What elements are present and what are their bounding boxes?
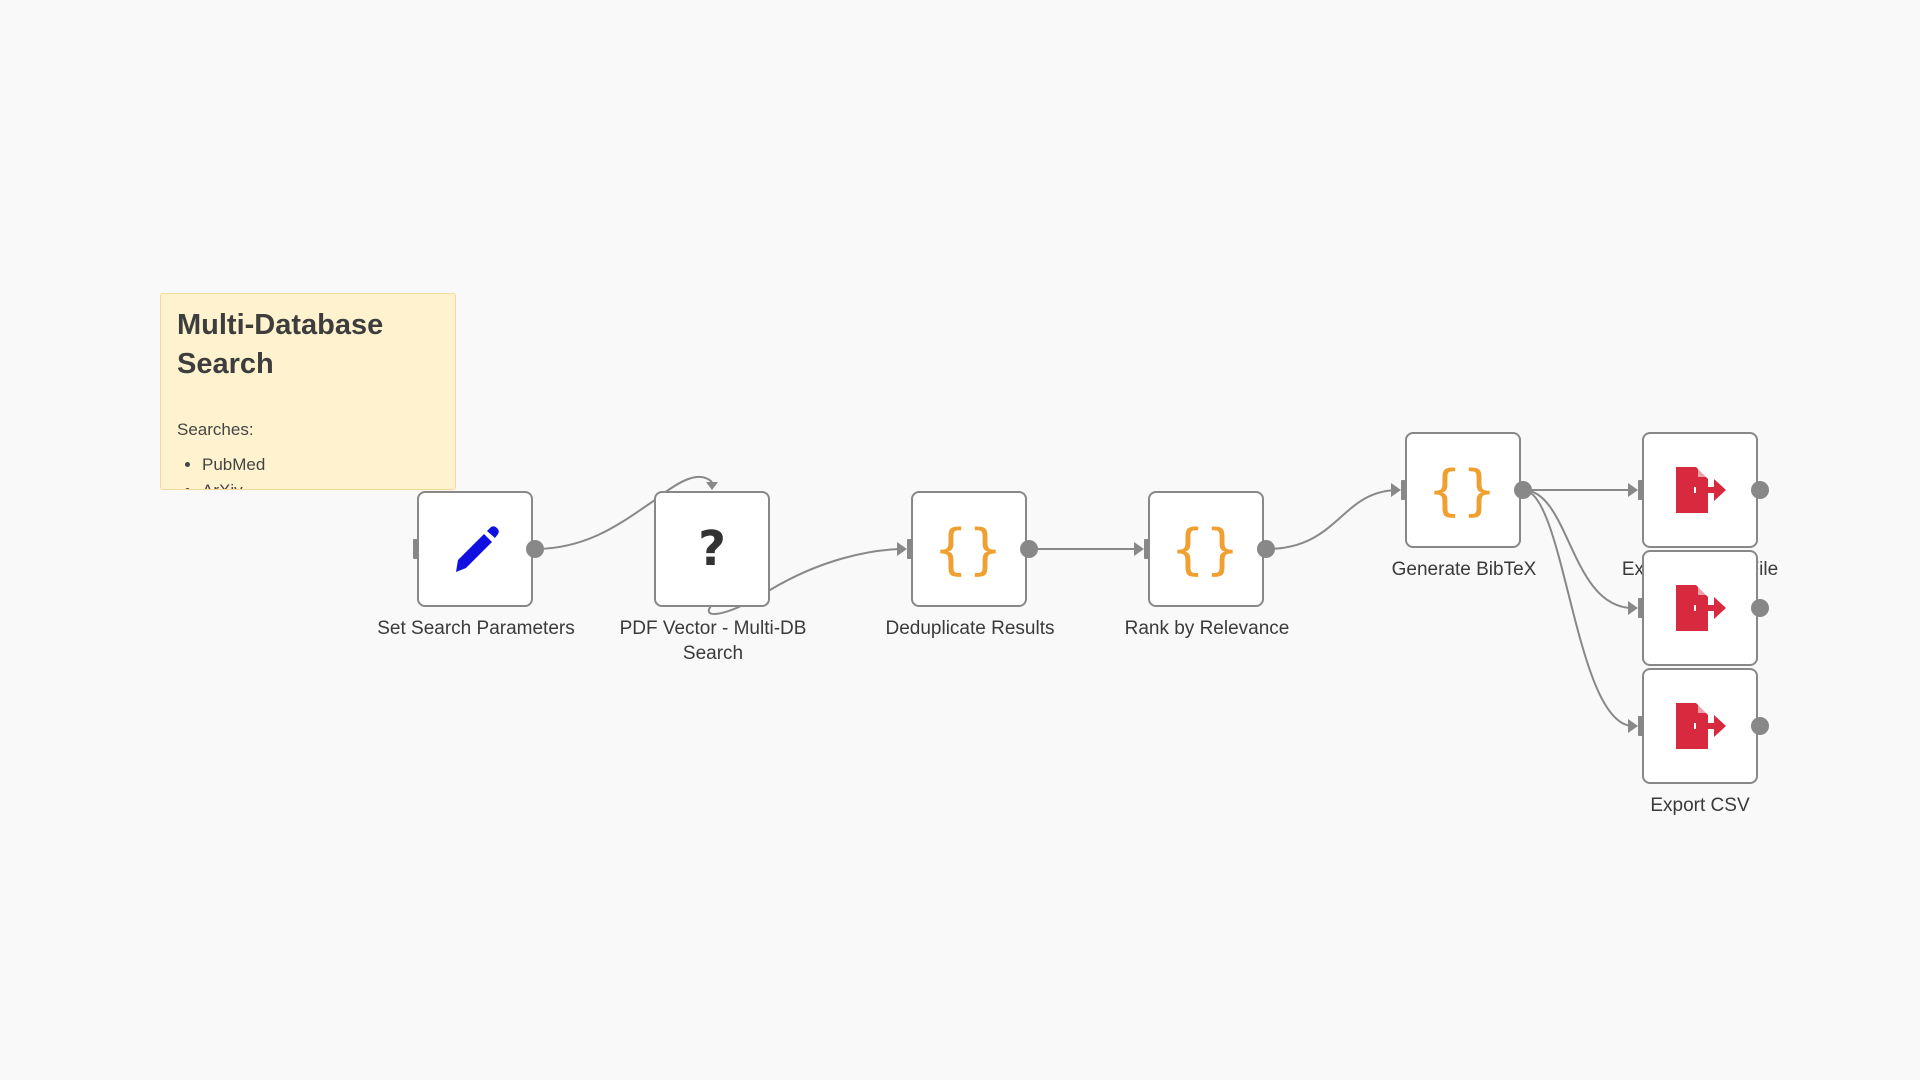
file-export-icon xyxy=(1670,578,1730,638)
sticky-note[interactable]: Multi-Database Search Searches: PubMed A… xyxy=(160,293,456,490)
node-set-search-parameters[interactable] xyxy=(417,491,533,607)
arrowhead-export-file xyxy=(1628,483,1638,497)
connection-bibtex-to-export-csv xyxy=(1522,489,1634,727)
node-pdf-vector-multi-db-search[interactable]: ? xyxy=(654,491,770,607)
file-export-icon xyxy=(1670,460,1730,520)
arrowhead-export-2 xyxy=(1628,601,1638,615)
node-label-export-csv: Export CSV xyxy=(1650,795,1750,816)
sticky-note-item: ArXiv xyxy=(202,478,439,489)
connection-bibtex-to-export-2 xyxy=(1522,489,1634,609)
arrowhead-export-csv xyxy=(1628,719,1638,733)
code-icon: {} xyxy=(1171,517,1241,581)
node-label-rank-by-relevance: Rank by Relevance xyxy=(1124,618,1290,639)
connection-rank-to-bibtex xyxy=(1265,489,1400,550)
code-icon: {} xyxy=(1428,458,1498,522)
node-rank-by-relevance[interactable]: {} xyxy=(1148,491,1264,607)
node-export-csv[interactable] xyxy=(1642,668,1758,784)
node-generate-bibtex[interactable]: {} xyxy=(1405,432,1521,548)
pencil-icon xyxy=(445,519,505,579)
arrowhead-pdf-vector-top xyxy=(706,482,718,490)
question-icon: ? xyxy=(698,521,726,577)
node-label-generate-bibtex: Generate BibTeX xyxy=(1391,559,1537,580)
node-deduplicate-results[interactable]: {} xyxy=(911,491,1027,607)
node-label-set-search-parameters: Set Search Parameters xyxy=(377,618,575,639)
arrowhead-rank xyxy=(1134,542,1144,556)
arrowhead-dedupe xyxy=(897,542,907,556)
node-label-pdf-vector-multi-db-search: PDF Vector - Multi-DB Search xyxy=(619,618,807,664)
sticky-note-title: Multi-Database Search xyxy=(177,309,384,380)
arrowhead-bibtex xyxy=(1391,483,1401,497)
node-label-deduplicate-results: Deduplicate Results xyxy=(885,618,1055,639)
code-icon: {} xyxy=(934,517,1004,581)
sticky-note-subtitle: Searches: xyxy=(177,420,254,439)
node-export-2[interactable] xyxy=(1642,550,1758,666)
sticky-note-item: PubMed xyxy=(202,452,439,478)
sticky-note-list: PubMed ArXiv xyxy=(177,452,439,489)
node-export-bibtex-file[interactable] xyxy=(1642,432,1758,548)
file-export-icon xyxy=(1670,696,1730,756)
